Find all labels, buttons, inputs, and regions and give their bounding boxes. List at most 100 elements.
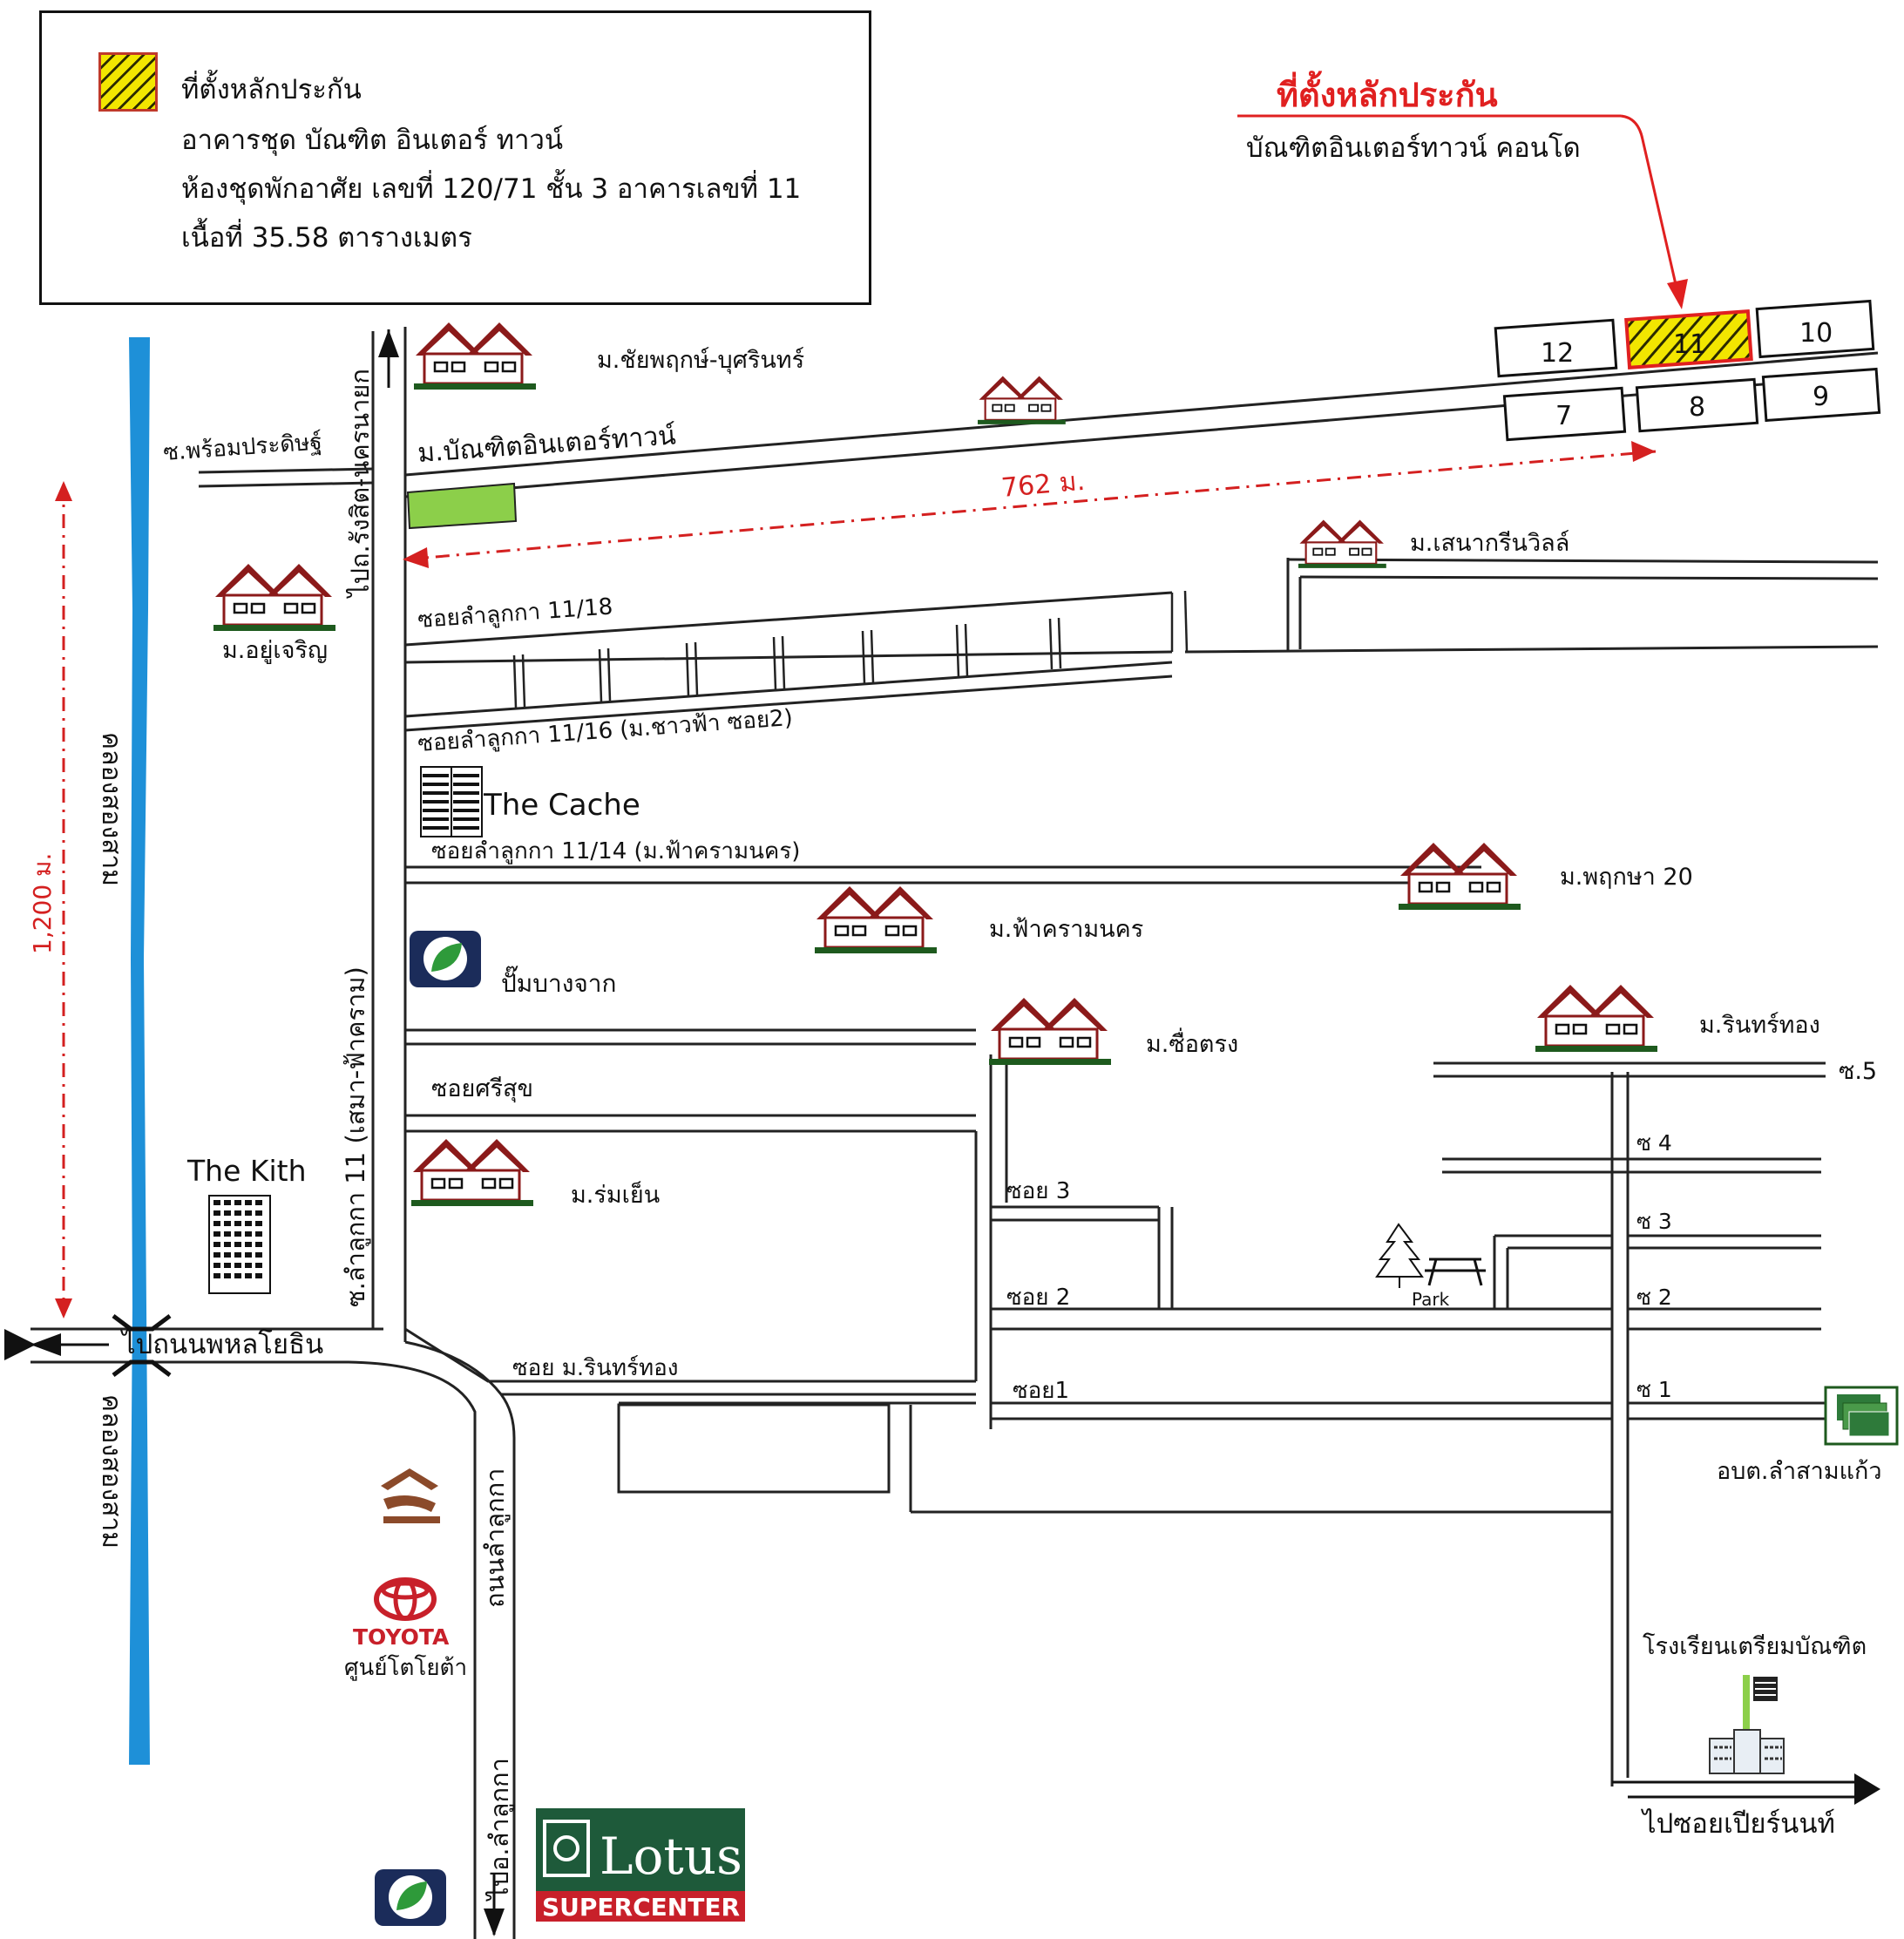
legend-line-area: เนื้อที่ 35.58 ตารางเมตร <box>181 222 472 254</box>
house-rinthong-icon <box>1534 983 1659 1054</box>
building-11-label: 11 <box>1673 329 1706 360</box>
bundit-distance-arrow-right <box>1631 441 1656 462</box>
bangchak-logo-icon <box>410 931 481 987</box>
green-lot <box>406 482 518 530</box>
label-aobt: อบต.ลำสามแก้ว <box>1717 1458 1882 1485</box>
label-suetrong: ม.ซื่อตรง <box>1146 1027 1238 1058</box>
label-senagreen: ม.เสนากรีนวิลล์ <box>1410 529 1569 557</box>
label-bundit-road: ม.บัณฑิตอินเตอร์ทาวน์ <box>417 420 677 469</box>
toyota-brand-text: TOYOTA <box>353 1624 450 1650</box>
toyota-logo-icon <box>374 1577 437 1621</box>
arrow-to-pearnut <box>1854 1773 1880 1805</box>
land-houses-logo-icon <box>381 1468 440 1523</box>
building-7 <box>1502 386 1627 442</box>
building-9 <box>1761 367 1881 423</box>
target-title: ที่ตั้งหลักประกัน <box>1277 71 1498 114</box>
label-chaiyapruk: ม.ชัยพฤกษ์-บุศรินทร์ <box>597 346 804 375</box>
bundit-distance-label: 762 ม. <box>1000 466 1087 504</box>
road-rinthong-top <box>404 1327 976 1383</box>
house-romyen-icon <box>410 1137 535 1208</box>
label-s4: ซ 4 <box>1636 1130 1672 1156</box>
label-rinthong: ม.รินทร์ทอง <box>1699 1011 1820 1039</box>
label-pump: ปั๊มบางจาก <box>501 966 616 998</box>
road-phromprasit-top <box>198 467 374 474</box>
label-s3: ซ 3 <box>1636 1209 1672 1234</box>
label-lamlukka11: ซ.ลำลูกกา 11 (เสมา-ฟ้าคราม) <box>341 966 371 1307</box>
label-soi-2: ซอย 2 <box>1006 1285 1070 1311</box>
bridge-icon <box>112 1314 172 1377</box>
the-cache-building-icon <box>420 766 483 837</box>
house-suetrong-icon <box>987 996 1113 1067</box>
label-pruksa20: ม.พฤกษา 20 <box>1560 864 1693 891</box>
building-row-bottom: 7 8 9 <box>1502 367 1881 442</box>
building-11[interactable] <box>1624 309 1753 369</box>
road-soi-1118-top <box>404 591 1173 647</box>
label-s2: ซ 2 <box>1636 1285 1672 1310</box>
label-the-kith: The Kith <box>186 1154 307 1188</box>
aobt-logo-icon <box>1824 1386 1899 1446</box>
target-pointer <box>1620 114 1679 293</box>
road-bundit-bottom <box>404 373 1879 498</box>
road-soi-1116-top <box>404 661 1173 718</box>
label-s5: ซ.5 <box>1839 1058 1877 1085</box>
label-phromprasit: ซ.พร้อมประดิษฐ์ <box>162 429 322 466</box>
label-yoocharoen: ม.อยู่เจริญ <box>222 637 328 664</box>
label-soi-1118: ซอยลำลูกกา 11/18 <box>417 593 613 634</box>
label-to-pearnut: ไปซอยเปียร์นนท์ <box>1640 1808 1835 1840</box>
road-senagreen-top2 <box>1299 575 1879 580</box>
canal <box>129 337 150 1765</box>
road-curve-outer <box>348 1360 477 1939</box>
house-chaiyapruk-icon <box>412 321 538 391</box>
road-bundit-top <box>404 351 1879 477</box>
label-the-cache: The Cache <box>483 788 640 823</box>
label-s1: ซ 1 <box>1636 1377 1672 1402</box>
label-fakramnakhon: ม.ฟ้าครามนคร <box>989 916 1143 943</box>
canal-label: คลองสองสาม <box>96 732 126 886</box>
building-7-label: 7 <box>1555 401 1572 431</box>
legend-title: ที่ตั้งหลักประกัน <box>181 74 362 105</box>
school-building-icon <box>1709 1675 1785 1774</box>
label-soi-rinthong: ซอย ม.รินทร์ทอง <box>512 1355 678 1381</box>
house-bundit-icon <box>976 375 1067 425</box>
label-toyota: ศูนย์โตโยต้า <box>344 1654 467 1681</box>
park-tree-icon <box>1375 1223 1424 1288</box>
arrow-head-up <box>378 329 399 357</box>
house-yoocharoen-icon <box>212 562 337 633</box>
label-to-phahonyothin: ไปถนนพหลโยธิน <box>119 1329 323 1360</box>
road-soi-1116-bottom <box>404 675 1173 732</box>
bundit-distance-line <box>404 450 1657 561</box>
lotus-brand-text: Lotus <box>600 1827 742 1886</box>
lotus-logo <box>536 1808 745 1922</box>
lotus-sub-text: SUPERCENTER <box>542 1893 740 1922</box>
soi-1118-dividers <box>512 590 1189 708</box>
label-soi-3: ซอย 3 <box>1006 1178 1070 1204</box>
building-10 <box>1755 299 1875 359</box>
road-phromprasit-bottom <box>198 481 374 488</box>
canal-distance-arrow-bottom <box>55 1298 72 1319</box>
label-soi-1: ซอย1 <box>1013 1378 1069 1404</box>
building-8 <box>1635 377 1759 433</box>
house-senagreen-icon <box>1297 519 1387 569</box>
arrow-head-down <box>484 1908 505 1936</box>
label-park: Park <box>1412 1289 1450 1310</box>
building-10-label: 10 <box>1799 318 1833 349</box>
the-kith-building-icon <box>208 1195 271 1294</box>
building-row-top: 12 11 10 <box>1494 299 1875 378</box>
legend-box: ที่ตั้งหลักประกัน อาคารชุด บัณฑิต อินเตอ… <box>39 10 871 305</box>
block-lower-left <box>617 1403 891 1494</box>
building-8-label: 8 <box>1689 392 1705 423</box>
legend-line-unit: ห้องชุดพักอาศัย เลขที่ 120/71 ชั้น 3 อาค… <box>181 173 802 205</box>
label-soi-srisuk: ซอยศรีสุข <box>431 1075 533 1103</box>
target-subtitle: บัณฑิตอินเตอร์ทาวน์ คอนโด <box>1246 132 1581 164</box>
target-pointer-head <box>1667 279 1688 309</box>
bundit-distance-arrow-left <box>403 547 429 568</box>
legend-line-building: อาคารชุด บัณฑิต อินเตอร์ ทาวน์ <box>181 125 564 156</box>
label-soi-1114: ซอยลำลูกกา 11/14 (ม.ฟ้าครามนคร) <box>431 838 800 864</box>
label-lamlukka-road: ถนนลำลูกกา <box>480 1468 511 1608</box>
road-soi-1118-bottom <box>404 650 1173 664</box>
arrow-head-phahonyothin <box>30 1333 61 1356</box>
legend-collateral-swatch <box>98 52 158 112</box>
canal-distance-label: 1,200 ม. <box>28 853 57 954</box>
house-fakramnakhon-icon <box>813 885 938 955</box>
